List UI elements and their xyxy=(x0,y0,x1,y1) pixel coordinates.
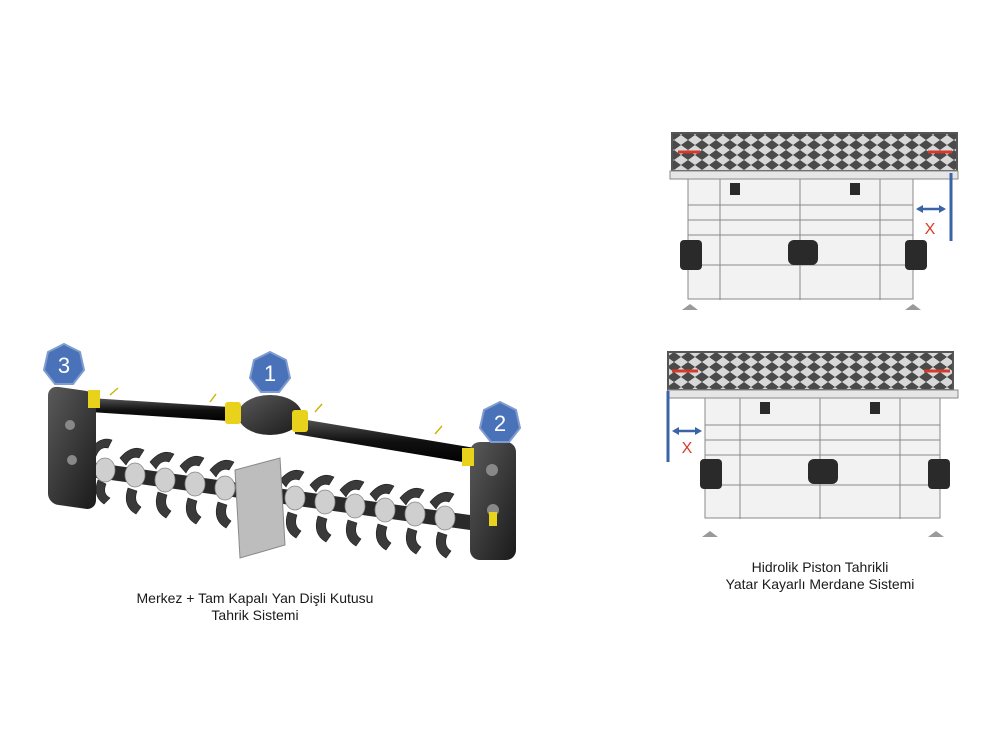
badge-2: 2 xyxy=(478,400,522,443)
svg-text:1: 1 xyxy=(264,361,276,386)
left-caption: Merkez + Tam Kapalı Yan Dişli Kutusu Tah… xyxy=(95,590,415,624)
feet xyxy=(682,304,921,310)
center-gearbox xyxy=(225,395,308,435)
right-caption-line-2: Yatar Kayarlı Merdane Sistemi xyxy=(725,576,915,592)
rotor-drive-illustration: 1 2 3 xyxy=(42,342,522,560)
badge-1: 1 xyxy=(248,350,292,393)
machine-frame xyxy=(669,170,959,300)
dimension-label: X xyxy=(925,221,936,238)
badge-3: 3 xyxy=(42,342,86,385)
machine-frame xyxy=(667,389,959,519)
right-caption: Hidrolik Piston Tahrikli Yatar Kayarlı M… xyxy=(690,559,950,593)
svg-text:2: 2 xyxy=(494,411,506,436)
right-caption-line-1: Hidrolik Piston Tahrikli xyxy=(751,559,889,575)
packer-roller xyxy=(667,351,954,391)
gearboxes xyxy=(680,183,927,270)
svg-text:3: 3 xyxy=(58,353,70,378)
right-side-gearbox xyxy=(462,442,516,560)
feet xyxy=(702,531,944,537)
center-support-plate xyxy=(234,457,286,559)
packer-roller xyxy=(671,132,958,172)
drive-shaft xyxy=(90,398,475,464)
gearboxes xyxy=(700,402,950,489)
dimension-label: X xyxy=(682,440,693,457)
roller-system-view-top: X xyxy=(669,132,959,310)
dimension-arrow xyxy=(672,427,702,435)
left-side-gearbox xyxy=(48,386,100,509)
dimension-arrow xyxy=(916,205,946,213)
grease-fittings xyxy=(109,387,443,435)
tiller-tines xyxy=(89,438,455,559)
tine-hubs xyxy=(94,457,456,531)
left-caption-line-2: Tahrik Sistemi xyxy=(211,607,299,623)
roller-system-view-bottom: X xyxy=(666,351,959,537)
left-caption-line-1: Merkez + Tam Kapalı Yan Dişli Kutusu xyxy=(136,590,374,606)
